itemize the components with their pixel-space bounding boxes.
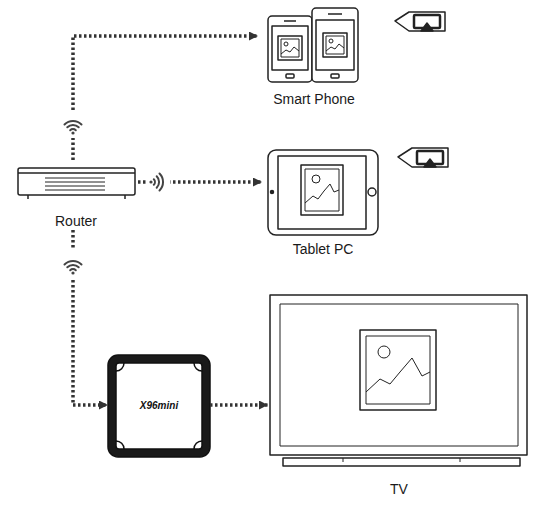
node-label-group: Tablet PC <box>262 241 384 258</box>
smartphone-icon <box>268 8 358 82</box>
airplay-symbol <box>395 12 445 31</box>
tv-icon <box>270 295 527 466</box>
tvbox-node: X96mini <box>108 355 210 457</box>
brand-logo: X96mini <box>108 400 210 412</box>
node-label-group: Smart Phone <box>258 91 370 108</box>
device-label: TV <box>268 481 530 498</box>
wifi-symbol <box>146 168 170 196</box>
router-node: Router <box>14 160 138 230</box>
tvbox-icon <box>108 355 210 457</box>
tablet-icon <box>268 150 378 235</box>
airplay-symbol <box>398 148 448 167</box>
router-icon <box>18 168 135 199</box>
node-label-group: TV <box>268 481 530 498</box>
wifi-symbol <box>60 250 86 278</box>
smartphone-node: Smart Phone <box>258 4 370 108</box>
node-label-group: X96mini <box>108 400 210 412</box>
tablet-node: Tablet PC <box>262 146 384 258</box>
device-label: Smart Phone <box>258 91 370 108</box>
node-label-group: Router <box>14 213 138 230</box>
device-label: Tablet PC <box>262 241 384 258</box>
wifi-symbol <box>60 110 86 138</box>
device-label: Router <box>14 213 138 230</box>
wireless-link <box>210 403 268 407</box>
wireless-link <box>73 36 258 160</box>
tv-node: TV <box>268 292 530 498</box>
